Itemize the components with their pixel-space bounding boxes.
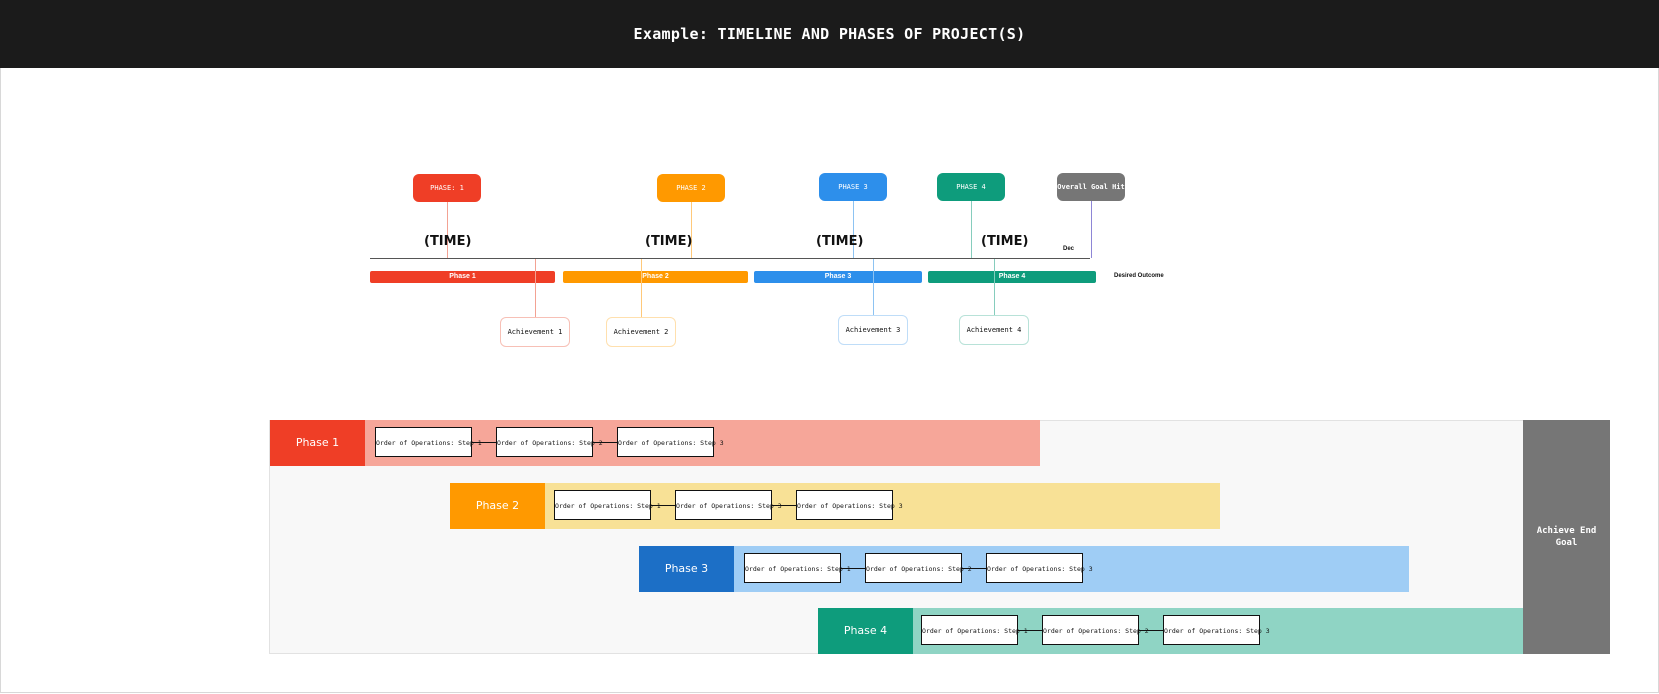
tag-connector (691, 202, 692, 258)
phase-1-lane-label[interactable]: Phase 1 (270, 420, 365, 466)
achievement-connector (873, 259, 874, 315)
desired-outcome-label: Desired Outcome (1114, 273, 1164, 279)
phase-3-step-3[interactable]: Order of Operations: Step 3 (986, 553, 1093, 583)
phase-2-step-3[interactable]: Order of Operations: Step 3 (796, 490, 903, 520)
phase-2-tag[interactable]: PHASE 2 (657, 174, 725, 202)
phase-1-tag[interactable]: PHASE: 1 (413, 174, 481, 202)
phase-1-bar: Phase 1 (370, 271, 555, 283)
phase-4-tag[interactable]: PHASE 4 (937, 173, 1005, 201)
time-label: (TIME) (981, 234, 1029, 249)
phase-4-step-1[interactable]: Order of Operations: Step 1 (921, 615, 1028, 645)
achievement-connector (641, 259, 642, 317)
phase-3-lane: Phase 3 Order of Operations: Step 1 Orde… (639, 546, 1409, 592)
tag-connector (853, 201, 854, 258)
achievement-connector (994, 259, 995, 315)
phase-4-lane: Phase 4 Order of Operations: Step 1 Orde… (818, 608, 1523, 654)
step-connector (651, 505, 675, 506)
end-goal-label: Achieve End Goal (1536, 526, 1597, 548)
phase-2-lane-label[interactable]: Phase 2 (450, 483, 545, 529)
phase-2-step-2[interactable]: Order of Operations: Step 3 (675, 490, 782, 520)
tag-connector (971, 201, 972, 258)
step-connector (962, 568, 986, 569)
step-connector (1018, 630, 1042, 631)
phase-3-step-1[interactable]: Order of Operations: Step 1 (744, 553, 851, 583)
step-connector (472, 442, 496, 443)
phase-3-tag[interactable]: PHASE 3 (819, 173, 887, 201)
time-label: (TIME) (424, 234, 472, 249)
step-connector (1139, 630, 1163, 631)
phase-3-step-2[interactable]: Order of Operations: Step 2 (865, 553, 972, 583)
header-bar: Example: TIMELINE AND PHASES OF PROJECT(… (0, 0, 1659, 68)
time-label: (TIME) (816, 234, 864, 249)
end-goal-column[interactable]: Achieve End Goal (1523, 420, 1610, 654)
phase-4-step-2[interactable]: Order of Operations: Step 2 (1042, 615, 1149, 645)
time-label: (TIME) (645, 234, 693, 249)
overall-goal-tag[interactable]: Overall Goal Hit (1057, 173, 1125, 201)
page-title: Example: TIMELINE AND PHASES OF PROJECT(… (633, 25, 1026, 43)
step-connector (841, 568, 865, 569)
phase-4-bar: Phase 4 (928, 271, 1096, 283)
phase-3-lane-label[interactable]: Phase 3 (639, 546, 734, 592)
tag-connector (1091, 201, 1092, 258)
phase-3-bar: Phase 3 (754, 271, 922, 283)
phase-1-step-3[interactable]: Order of Operations: Step 3 (617, 427, 724, 457)
phase-2-step-1[interactable]: Order of Operations: Step 1 (554, 490, 661, 520)
achievement-4-box[interactable]: Achievement 4 (959, 315, 1029, 345)
phase-1-step-2[interactable]: Order of Operations: Step 2 (496, 427, 603, 457)
tag-connector (447, 202, 448, 258)
phase-4-lane-label[interactable]: Phase 4 (818, 608, 913, 654)
achievement-2-box[interactable]: Achievement 2 (606, 317, 676, 347)
timeline-axis (370, 258, 1090, 259)
end-marker-label: Dec (1063, 246, 1075, 252)
phase-1-lane: Phase 1 Order of Operations: Step 1 Orde… (270, 420, 1040, 466)
achievement-3-box[interactable]: Achievement 3 (838, 315, 908, 345)
phase-4-step-3[interactable]: Order of Operations: Step 3 (1163, 615, 1270, 645)
step-connector (772, 505, 796, 506)
phase-2-lane: Phase 2 Order of Operations: Step 1 Orde… (450, 483, 1220, 529)
phase-2-bar: Phase 2 (563, 271, 748, 283)
achievement-connector (535, 259, 536, 317)
achievement-1-box[interactable]: Achievement 1 (500, 317, 570, 347)
step-connector (593, 442, 617, 443)
phase-1-step-1[interactable]: Order of Operations: Step 1 (375, 427, 482, 457)
